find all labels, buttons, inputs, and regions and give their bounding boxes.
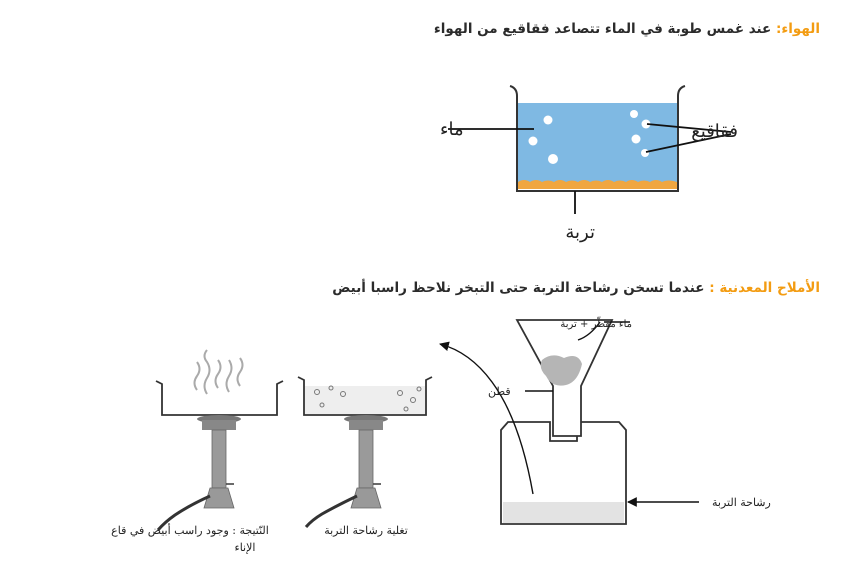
bubble [630, 110, 638, 118]
transfer-arrow [439, 341, 534, 495]
steam-icon [193, 349, 244, 395]
bubbles-label: فقاقيع [691, 121, 738, 142]
filtrate-liquid [503, 502, 624, 523]
soil-layer [518, 180, 677, 189]
burner-tube [358, 429, 374, 489]
bubble [528, 136, 538, 146]
air-diagram: ماء فقاقيع تربة [440, 85, 738, 243]
section-air-text: الهواء: عند غمس طوبة في الماء تتصاعد فقا… [434, 21, 820, 37]
soil-label: تربة [565, 222, 595, 243]
boiling-label: تغلية رشاحة التربة [324, 524, 408, 537]
burner-tube [211, 429, 227, 489]
result-label-line1: النّتيجة : وجود راسب أبيض في قاع [111, 523, 269, 537]
section-salts-key: الأملاح المعدنية [719, 280, 820, 296]
bubble-pointer [645, 133, 732, 153]
bubble [641, 149, 649, 157]
burner-base [203, 487, 235, 509]
bubbles [528, 110, 651, 164]
section-salts-sentence: عندما تسخن رشاحة التربة حتى التبخر نلاحظ… [332, 280, 710, 296]
filtration-setup: ماء مقطّر + تربة قطن رشاحة التربة [439, 316, 771, 525]
result-label-line2: الإناء [235, 541, 256, 554]
bubble [548, 154, 558, 164]
bubble-pointer [646, 123, 732, 133]
boiling-setup [297, 376, 433, 528]
section-salts-sep: : [709, 280, 720, 296]
filtrate-label: رشاحة التربة [712, 496, 771, 509]
section-salts-text: الأملاح المعدنية : عندما تسخن رشاحة التر… [332, 280, 820, 296]
flask [500, 421, 627, 525]
bubble [543, 115, 553, 125]
distilled-water-label: ماء مقطّر + تربة [560, 316, 632, 330]
soil-sample [540, 355, 582, 386]
boiling-bubbles [314, 385, 422, 412]
gas-hose [156, 494, 211, 531]
boiling-dish [297, 376, 433, 416]
bubble [631, 134, 641, 144]
evaporating-dish [155, 380, 284, 416]
burner-head [202, 420, 236, 430]
water-label: ماء [440, 119, 464, 140]
boiling-liquid [305, 386, 425, 414]
distilled-water-pointer [577, 321, 601, 341]
burner-head [349, 420, 383, 430]
burner-base [350, 487, 382, 509]
section-air-key: الهواء [781, 21, 820, 37]
evaporation-setup [155, 349, 284, 531]
water-fill [518, 103, 677, 189]
section-air-sentence: عند غمس طوبة في الماء تتصاعد فقاقيع من ا… [433, 21, 776, 37]
section-air-sep: : [775, 21, 782, 37]
gas-hose [304, 494, 358, 528]
tank-outline [509, 85, 686, 192]
cotton-label: قطن [488, 385, 511, 398]
bubble [641, 119, 651, 129]
